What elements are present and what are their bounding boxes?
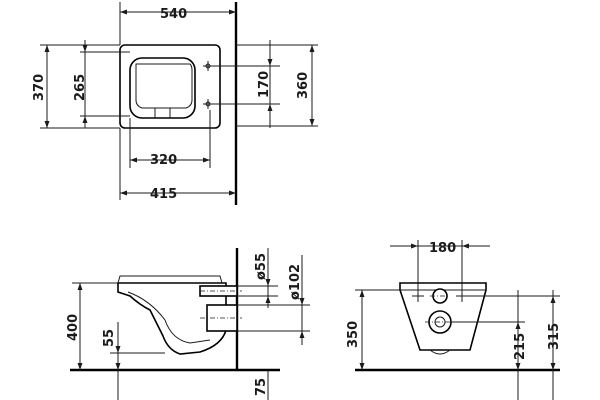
dim-seat-width: 320 bbox=[150, 153, 177, 168]
seat-inner bbox=[135, 63, 193, 109]
seat-hinge bbox=[154, 108, 171, 118]
seat-profile bbox=[117, 275, 223, 284]
dim-pipe-diameter: ø55 bbox=[254, 253, 269, 280]
dim-rim-length: 265 bbox=[73, 74, 88, 101]
dim-height: 400 bbox=[66, 314, 81, 341]
bolt-icon bbox=[456, 290, 468, 302]
side-view: 400 55 ø55 ø102 75 bbox=[66, 248, 310, 400]
bowl-foot bbox=[429, 349, 451, 355]
dim-outlet-height: 55 bbox=[102, 329, 117, 347]
dim-total-height: 350 bbox=[346, 321, 361, 348]
dim-fixing-spacing: 170 bbox=[257, 71, 272, 98]
dim-fixing-width: 180 bbox=[429, 241, 456, 256]
fixing-hole-icon bbox=[203, 99, 213, 109]
dim-waste-height: 215 bbox=[513, 333, 528, 360]
bowl-inner-line bbox=[127, 291, 211, 344]
front-view: 180 350 215 315 bbox=[346, 240, 562, 400]
bolt-icon bbox=[412, 290, 424, 302]
dim-fixing-to-wall: 360 bbox=[296, 72, 311, 99]
dim-length-overall: 370 bbox=[32, 74, 47, 101]
dim-depth-to-wall: 415 bbox=[150, 187, 177, 202]
dim-waste-diameter: ø102 bbox=[288, 264, 303, 300]
dim-floor-gap: 75 bbox=[254, 378, 269, 396]
dim-bolt-height: 315 bbox=[547, 323, 562, 350]
seat-outline bbox=[129, 57, 196, 119]
fixing-hole-icon bbox=[203, 61, 213, 71]
top-view: 540 370 265 170 360 320 bbox=[32, 2, 318, 205]
dim-width-overall: 540 bbox=[160, 7, 187, 22]
